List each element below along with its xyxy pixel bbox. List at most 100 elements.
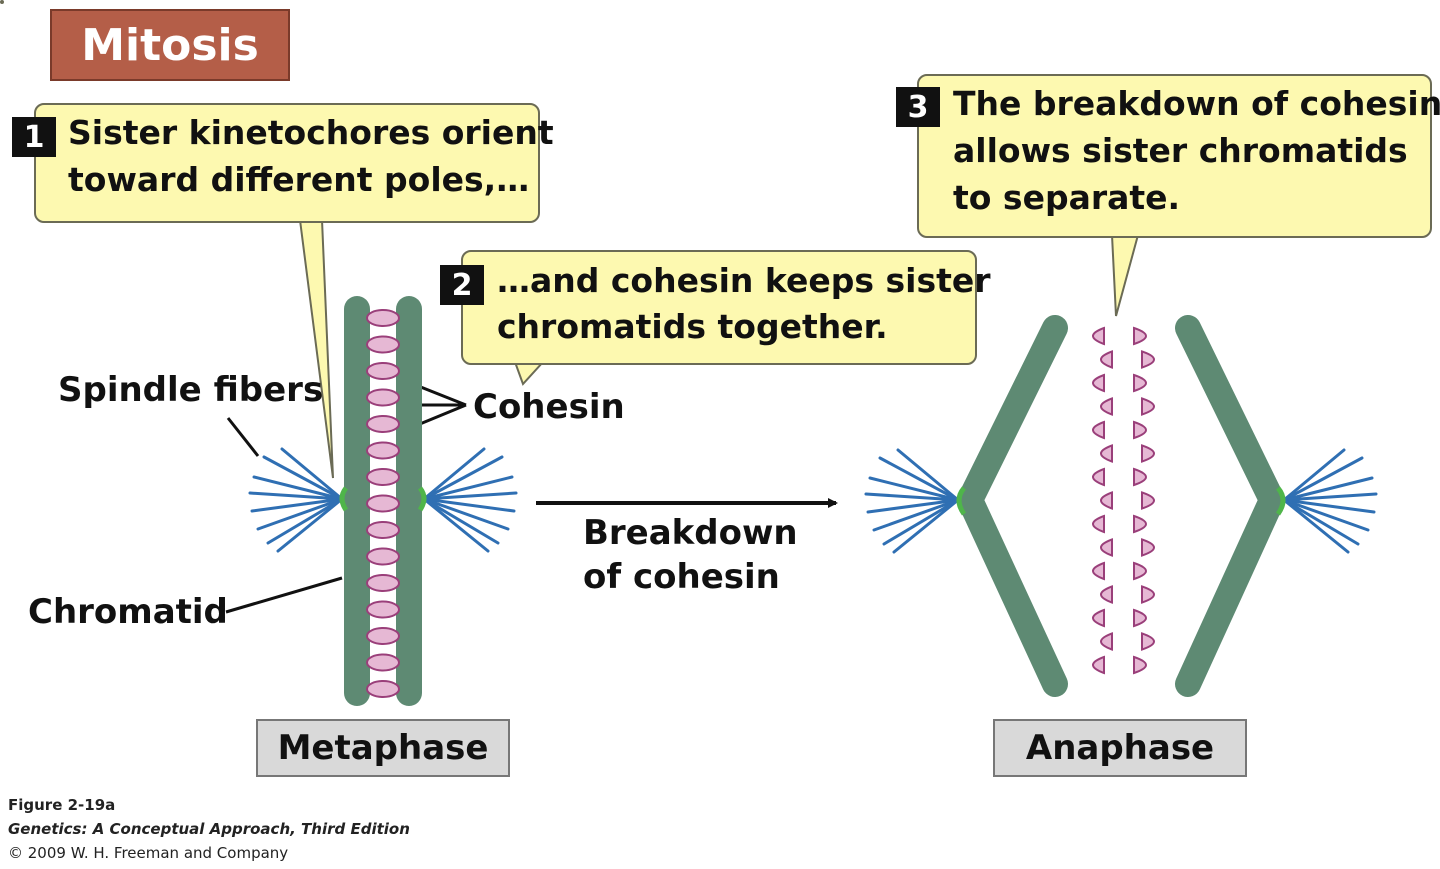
spindle-fiber xyxy=(262,455,344,501)
spindle-fiber xyxy=(266,497,344,545)
step-1-line-2: toward different poles,… xyxy=(68,160,530,199)
cohesin-fragment xyxy=(1100,632,1113,651)
cohesin-ring xyxy=(366,415,400,433)
spindle-fiber xyxy=(422,497,500,545)
callout-step-2 xyxy=(461,250,977,365)
cohesin-ring xyxy=(366,468,400,486)
cohesin-fragment xyxy=(1100,538,1113,557)
spindle-fiber xyxy=(1282,448,1346,502)
anaphase-label: Anaphase xyxy=(1025,728,1215,768)
cohesin-fragment xyxy=(1141,397,1155,416)
metaphase-kinetochore-right xyxy=(417,486,427,512)
spindle-fiber xyxy=(1282,498,1376,514)
spindle-fiber xyxy=(276,497,344,553)
spindle-fibers-leader xyxy=(226,417,260,457)
copyright: © 2009 W. H. Freeman and Company xyxy=(8,844,289,862)
cohesin-fragment xyxy=(1092,326,1105,346)
callout-2-pointer xyxy=(513,361,546,386)
cohesin-fragment xyxy=(1092,561,1105,581)
cohesin-ring xyxy=(366,600,400,619)
spindle-fiber xyxy=(864,492,960,502)
metaphase-spindle-left xyxy=(248,447,344,553)
cohesin-fragment xyxy=(1141,538,1155,557)
callout-1-pointer xyxy=(298,219,334,479)
callout-3-pointer xyxy=(1110,234,1140,317)
step-1-line-1: Sister kinetochores orient xyxy=(68,113,554,152)
spindle-fiber xyxy=(868,476,960,502)
cohesin-ring xyxy=(366,653,400,672)
spindle-fiber xyxy=(892,498,960,554)
cohesin-ring xyxy=(366,547,400,566)
step-3-line-2: allows sister chromatids xyxy=(953,131,1408,170)
step-3-line-1: The breakdown of cohesin xyxy=(953,84,1440,123)
step-2-line-1: …and cohesin keeps sister xyxy=(497,261,991,300)
cohesin-label: Cohesin xyxy=(473,387,625,427)
cohesin-ring xyxy=(366,494,400,513)
callout-step-3 xyxy=(917,74,1432,238)
cohesin-fragment xyxy=(1141,632,1155,651)
spindle-fiber xyxy=(422,475,514,501)
spindle-fibers-label: Spindle fibers xyxy=(58,370,324,410)
spindle-fiber xyxy=(422,491,518,501)
anaphase-spindle-left xyxy=(864,448,960,554)
spindle-fiber xyxy=(896,448,960,502)
callout-pointers xyxy=(298,219,1140,479)
cohesin-fragment xyxy=(1100,585,1113,604)
cohesin-fragment xyxy=(1100,491,1113,510)
cohesin-fragment xyxy=(1133,420,1147,440)
cohesin-fragment xyxy=(1141,585,1155,604)
step-2-line-2: chromatids together. xyxy=(497,307,888,346)
spindle-fiber xyxy=(422,447,486,501)
anaphase-chromatid-right xyxy=(1175,315,1285,697)
cohesin-fragment xyxy=(1133,561,1147,581)
metaphase-chromatid-left xyxy=(344,296,370,706)
anaphase-cohesin-fragments xyxy=(1092,326,1155,675)
cohesin-ring xyxy=(366,627,400,645)
anaphase-spindle-right xyxy=(1282,448,1378,554)
spindle-fiber xyxy=(878,456,960,502)
cohesin-ring xyxy=(366,388,400,407)
cohesin-fragment xyxy=(1133,514,1147,534)
process-label-line-1: Breakdown xyxy=(583,513,798,553)
anaphase-kinetochore-left xyxy=(956,486,967,516)
spindle-fiber xyxy=(1282,456,1364,502)
cohesin-fragment xyxy=(1092,373,1105,393)
title-badge: Mitosis xyxy=(50,9,290,81)
cohesin-fragment xyxy=(1092,608,1105,628)
spindle-fiber xyxy=(422,455,504,501)
spindle-fiber xyxy=(422,497,516,513)
spindle-fiber xyxy=(866,498,960,514)
spindle-fiber xyxy=(252,475,344,501)
spindle-fiber xyxy=(1282,498,1360,546)
spindle-fiber xyxy=(256,497,344,531)
cohesin-ring xyxy=(366,309,400,327)
cohesin-ring xyxy=(366,335,400,354)
spindle-fiber xyxy=(250,497,344,513)
cohesin-ring xyxy=(366,362,400,380)
anaphase-kinetochore-right xyxy=(1275,486,1286,516)
metaphase-cohesin-rings xyxy=(366,309,400,698)
anaphase-box: Anaphase xyxy=(993,719,1247,777)
spindle-fiber xyxy=(882,498,960,546)
step-1-number: 1 xyxy=(12,117,56,157)
cohesin-fragment xyxy=(1141,491,1155,510)
anaphase-chromatid-left xyxy=(957,315,1068,697)
cohesin-ring xyxy=(366,441,400,460)
chromatid-label: Chromatid xyxy=(28,592,228,632)
cohesin-fragment xyxy=(1100,444,1113,463)
process-label-line-2: of cohesin xyxy=(583,557,780,597)
cohesin-fragment xyxy=(1092,514,1105,534)
spindle-fiber xyxy=(422,497,510,531)
cohesin-ring xyxy=(366,680,400,698)
cohesin-fragment xyxy=(1141,350,1155,369)
metaphase-box: Metaphase xyxy=(256,719,510,777)
metaphase-label: Metaphase xyxy=(277,728,489,768)
cohesin-fragment xyxy=(1133,467,1147,487)
cohesin-ring xyxy=(366,521,400,539)
book-title: Genetics: A Conceptual Approach, Third E… xyxy=(8,820,410,838)
spindle-fiber xyxy=(280,447,344,501)
cohesin-fragment xyxy=(1100,397,1113,416)
cohesin-fragment xyxy=(1133,326,1147,346)
